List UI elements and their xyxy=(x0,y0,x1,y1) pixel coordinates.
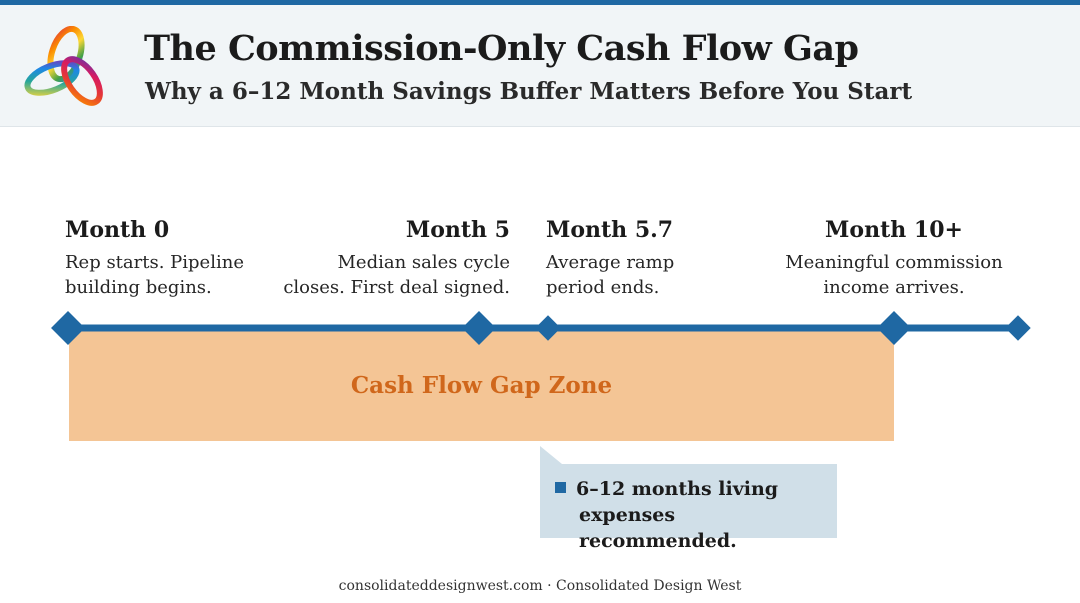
timeline-marker-month-5 xyxy=(462,311,496,345)
milestone-description-line: income arrives. xyxy=(823,277,965,298)
milestone-description: Rep starts. Pipeline building begins. xyxy=(65,250,244,300)
callout-line: expenses recommended. xyxy=(579,504,737,552)
milestone-description-line: Average ramp xyxy=(546,252,675,273)
header-banner: The Commission-Only Cash Flow Gap Why a … xyxy=(0,5,1080,127)
callout-line: 6–12 months living xyxy=(576,478,779,500)
milestone-label: Month 0 xyxy=(65,217,170,243)
top-accent-rule xyxy=(0,0,1080,5)
page-subtitle: Why a 6–12 Month Savings Buffer Matters … xyxy=(145,78,913,105)
milestone-description-line: period ends. xyxy=(546,277,660,298)
square-bullet-icon xyxy=(555,482,566,493)
milestone-description-line: building begins. xyxy=(65,277,212,298)
milestone-description: Median sales cycle closes. First deal si… xyxy=(283,250,510,300)
milestone-label: Month 5 xyxy=(405,217,510,243)
footer-credit: consolidateddesignwest.com · Consolidate… xyxy=(0,578,1080,594)
milestone-description-line: Meaningful commission xyxy=(785,252,1003,273)
milestone-description-line: Median sales cycle xyxy=(337,252,511,273)
cash-flow-gap-zone-label: Cash Flow Gap Zone xyxy=(350,372,613,399)
milestone-month-0: Month 0 Rep starts. Pipeline building be… xyxy=(65,216,244,300)
milestone-month-5-7: Month 5.7 Average ramp period ends. xyxy=(546,216,674,300)
milestone-label: Month 5.7 xyxy=(546,217,674,243)
rainbow-knot-logo-icon xyxy=(24,26,103,106)
footer-domain: consolidateddesignwest.com xyxy=(338,578,543,594)
milestone-label: Month 10+ xyxy=(825,217,963,243)
timeline-marker-month-5-7 xyxy=(535,315,561,341)
milestone-description: Average ramp period ends. xyxy=(546,250,674,300)
timeline-marker-month-0 xyxy=(51,311,85,345)
milestone-month-10-plus: Month 10+ Meaningful commission income a… xyxy=(785,216,1003,300)
timeline-end-arrow xyxy=(1005,315,1031,341)
milestone-month-5: Month 5 Median sales cycle closes. First… xyxy=(283,216,510,300)
savings-callout: 6–12 months living expenses recommended. xyxy=(555,476,830,554)
page-title: The Commission-Only Cash Flow Gap xyxy=(144,28,859,69)
timeline-marker-month-10 xyxy=(877,311,911,345)
milestone-description-line: Rep starts. Pipeline xyxy=(65,252,244,273)
footer-brand: Consolidated Design West xyxy=(556,578,742,594)
milestone-description: Meaningful commission income arrives. xyxy=(785,250,1003,300)
milestone-description-line: closes. First deal signed. xyxy=(283,277,510,298)
footer-separator: · xyxy=(547,578,552,594)
